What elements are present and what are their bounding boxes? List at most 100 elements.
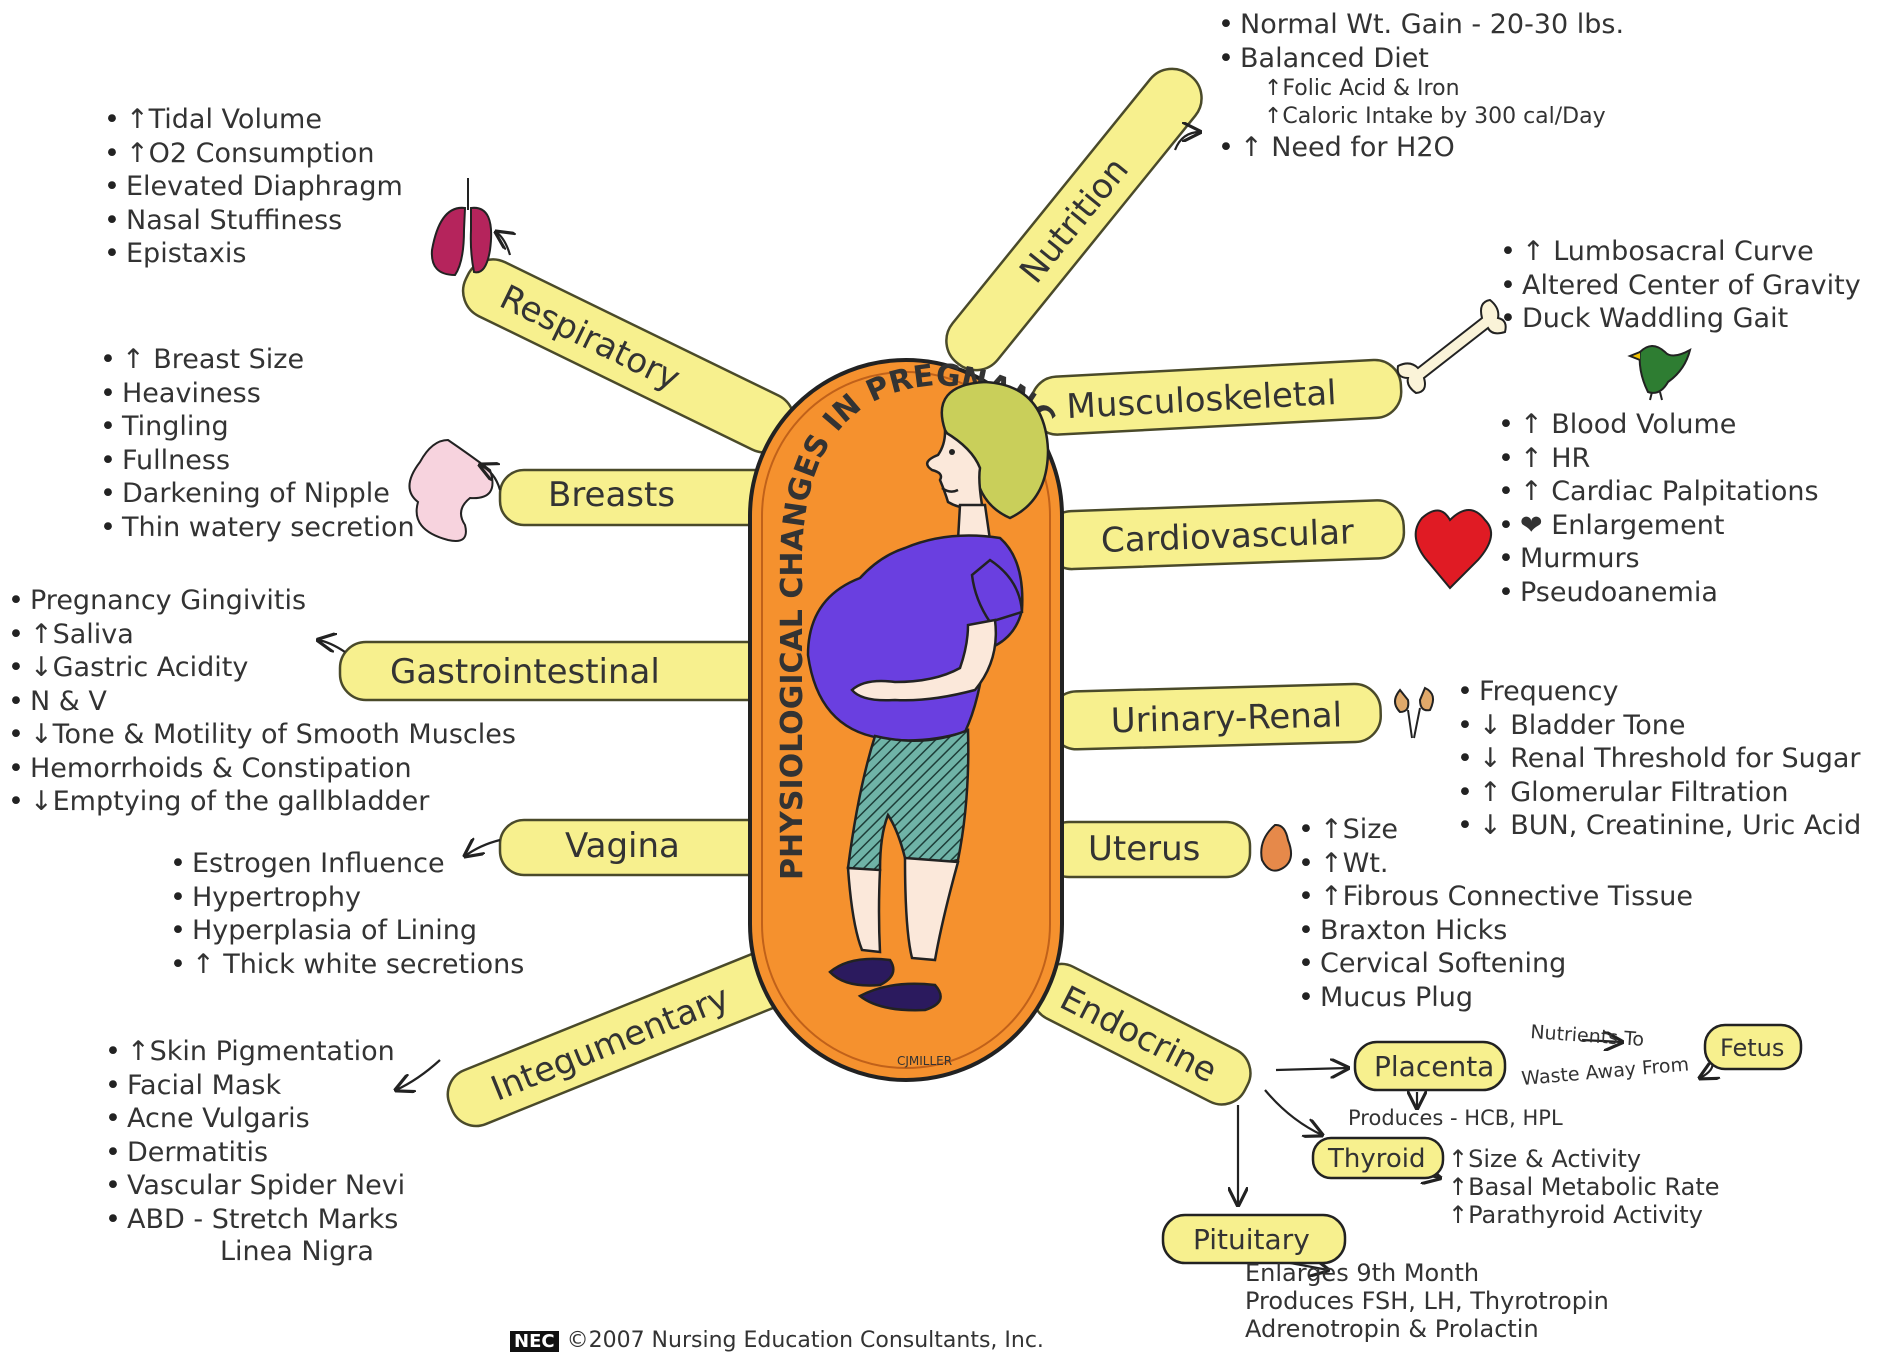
vagina-list: Estrogen InfluenceHypertrophyHyperplasia… [170, 847, 524, 981]
breasts-item: Darkening of Nipple [100, 477, 415, 511]
gastrointestinal-item: Pregnancy Gingivitis [8, 584, 516, 618]
gastrointestinal-item: ↓Gastric Acidity [8, 651, 516, 685]
integumentary-item: Acne Vulgaris [105, 1102, 405, 1136]
gastrointestinal-item: N & V [8, 685, 516, 719]
gastrointestinal-item: ↓Tone & Motility of Smooth Muscles [8, 718, 516, 752]
kidney-icon [1395, 688, 1433, 738]
nutrition-item: Balanced Diet [1218, 42, 1624, 76]
cardiovascular-item: Murmurs [1498, 542, 1819, 576]
musculoskeletal-item: Altered Center of Gravity [1500, 269, 1861, 303]
respiratory-item: ↑O2 Consumption [104, 137, 403, 171]
cardiovascular-list: ↑ Blood Volume↑ HR↑ Cardiac Palpitations… [1498, 408, 1819, 609]
respiratory-item: Epistaxis [104, 237, 403, 271]
urinary-renal-spoke: Urinary-Renal [1050, 683, 1381, 750]
musculoskeletal-item: Duck Waddling Gait [1500, 302, 1861, 336]
uterus-icon [1261, 825, 1291, 871]
thyroid-effect: ↑Parathyroid Activity [1448, 1201, 1720, 1229]
thyroid-node: Thyroid [1313, 1138, 1443, 1178]
gastrointestinal-item: Hemorrhoids & Constipation [8, 752, 516, 786]
nutrition-item: Normal Wt. Gain - 20-30 lbs. [1218, 8, 1624, 42]
urinary-renal-item: ↓ Renal Threshold for Sugar [1457, 742, 1861, 776]
thyroid-effect: ↑Size & Activity [1448, 1145, 1720, 1173]
cardiovascular-item: ↑ Cardiac Palpitations [1498, 475, 1819, 509]
nutrition-list: Normal Wt. Gain - 20-30 lbs.Balanced Die… [1218, 8, 1624, 165]
breasts-list: ↑ Breast SizeHeavinessTinglingFullnessDa… [100, 343, 415, 544]
artist-signature: CJMILLER [897, 1054, 952, 1068]
urinary-renal-item: ↓ Bladder Tone [1457, 709, 1861, 743]
nutrition-sub-item: ↑Caloric Intake by 300 cal/Day [1218, 103, 1624, 131]
urinary-renal-item: ↑ Glomerular Filtration [1457, 776, 1861, 810]
bone-icon [1398, 300, 1506, 393]
cardiovascular-item: ❤ Enlargement [1498, 509, 1819, 543]
lungs-icon [432, 178, 491, 275]
nutrition-sub-item: ↑Folic Acid & Iron [1218, 75, 1624, 103]
integumentary-item: ABD - Stretch Marks [105, 1203, 405, 1237]
nutrition-item: ↑ Need for H2O [1218, 131, 1624, 165]
urinary-renal-label: Urinary-Renal [1110, 695, 1342, 741]
gastrointestinal-item: ↓Emptying of the gallbladder [8, 785, 516, 819]
breasts-item: Thin watery secretion [100, 511, 415, 545]
vagina-item: Estrogen Influence [170, 847, 524, 881]
musculoskeletal-item: ↑ Lumbosacral Curve [1500, 235, 1861, 269]
placenta-node: Placenta [1355, 1042, 1505, 1090]
copyright-notice: NEC ©2007 Nursing Education Consultants, … [510, 1328, 1044, 1353]
integumentary-item: Vascular Spider Nevi [105, 1169, 405, 1203]
cardiovascular-item: ↑ HR [1498, 442, 1819, 476]
vagina-spoke: Vagina [500, 820, 790, 875]
endocrine-spoke: Endocrine [1024, 955, 1260, 1113]
thyroid-effect: ↑Basal Metabolic Rate [1448, 1173, 1720, 1201]
nutrition-spoke: Nutrition [935, 57, 1213, 381]
placenta-label: Placenta [1374, 1050, 1494, 1083]
vagina-item: ↑ Thick white secretions [170, 948, 524, 982]
placenta-produces: Produces - HCB, HPL [1348, 1106, 1563, 1130]
breast-icon [409, 440, 492, 541]
breasts-label: Breasts [548, 475, 675, 515]
nec-logo: NEC [510, 1331, 559, 1352]
cardiovascular-item: ↑ Blood Volume [1498, 408, 1819, 442]
integumentary-list: ↑Skin PigmentationFacial MaskAcne Vulgar… [105, 1035, 405, 1236]
cardiovascular-item: Pseudoanemia [1498, 576, 1819, 610]
uterus-item: ↑Wt. [1298, 847, 1693, 881]
breasts-item: ↑ Breast Size [100, 343, 415, 377]
bird-icon [1630, 346, 1690, 400]
pituitary-effect: Adrenotropin & Prolactin [1245, 1315, 1609, 1343]
respiratory-item: Nasal Stuffiness [104, 204, 403, 238]
uterus-item: Cervical Softening [1298, 947, 1693, 981]
pituitary-effect: Enlarges 9th Month [1245, 1259, 1609, 1287]
fetus-node: Fetus [1705, 1025, 1801, 1069]
uterus-item: Mucus Plug [1298, 981, 1693, 1015]
uterus-item: ↑Size [1298, 813, 1693, 847]
integumentary-item: ↑Skin Pigmentation [105, 1035, 405, 1069]
respiratory-spoke: Respiratory [454, 250, 804, 462]
gastrointestinal-item: ↑Saliva [8, 618, 516, 652]
uterus-spoke: Uterus [1045, 822, 1250, 877]
fetus-label: Fetus [1720, 1034, 1784, 1062]
waste-away-from-label: Waste Away From [1521, 1053, 1690, 1090]
integumentary-extra: Linea Nigra [220, 1236, 374, 1267]
uterus-label: Uterus [1088, 829, 1200, 869]
integumentary-item: Facial Mask [105, 1069, 405, 1103]
vagina-item: Hyperplasia of Lining [170, 914, 524, 948]
thyroid-effects: ↑Size & Activity↑Basal Metabolic Rate↑Pa… [1448, 1145, 1720, 1229]
breasts-item: Tingling [100, 410, 415, 444]
respiratory-list: ↑Tidal Volume↑O2 ConsumptionElevated Dia… [104, 103, 403, 271]
respiratory-item: ↑Tidal Volume [104, 103, 403, 137]
uterus-item: Braxton Hicks [1298, 914, 1693, 948]
urinary-renal-item: Frequency [1457, 675, 1861, 709]
integumentary-label: Integumentary [485, 978, 734, 1110]
uterus-list: ↑Size↑Wt.↑Fibrous Connective TissueBraxt… [1298, 813, 1693, 1014]
breasts-item: Fullness [100, 444, 415, 478]
integumentary-item: Dermatitis [105, 1136, 405, 1170]
pituitary-label: Pituitary [1193, 1223, 1310, 1256]
respiratory-item: Elevated Diaphragm [104, 170, 403, 204]
pituitary-effect: Produces FSH, LH, Thyrotropin [1245, 1287, 1609, 1315]
cardiovascular-spoke: Cardiovascular [1045, 500, 1405, 570]
uterus-item: ↑Fibrous Connective Tissue [1298, 880, 1693, 914]
vagina-item: Hypertrophy [170, 881, 524, 915]
copyright-text: ©2007 Nursing Education Consultants, Inc… [567, 1328, 1044, 1353]
musculoskeletal-list: ↑ Lumbosacral CurveAltered Center of Gra… [1500, 235, 1861, 336]
heart-icon [1416, 510, 1491, 588]
musculoskeletal-spoke: Musculoskeletal [1030, 359, 1403, 436]
breasts-item: Heaviness [100, 377, 415, 411]
